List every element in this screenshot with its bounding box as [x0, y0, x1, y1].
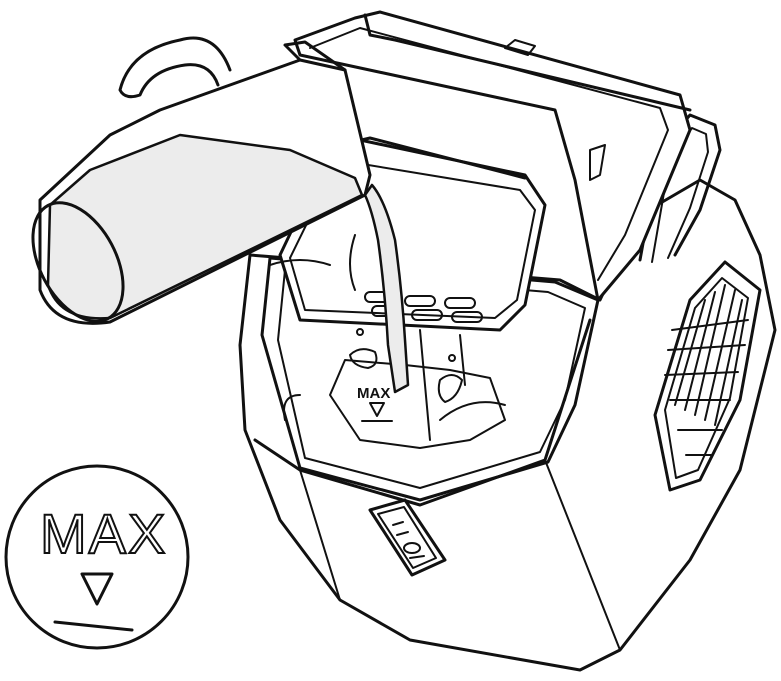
- tank-max-label: MAX: [357, 385, 390, 402]
- detail-max-label: MAX: [40, 502, 167, 565]
- side-vent-grille: [653, 260, 762, 492]
- tank-max-marker: MAX: [357, 385, 393, 422]
- detail-max-triangle-icon: [80, 572, 114, 606]
- max-detail-callout: MAX: [4, 464, 190, 650]
- button-panel-icons: [392, 521, 425, 559]
- detail-max-line: [53, 620, 134, 632]
- water-jug: [31, 36, 463, 403]
- control-panel: [368, 498, 447, 577]
- tank-max-triangle-icon: [369, 402, 385, 417]
- open-lid: [293, 10, 692, 302]
